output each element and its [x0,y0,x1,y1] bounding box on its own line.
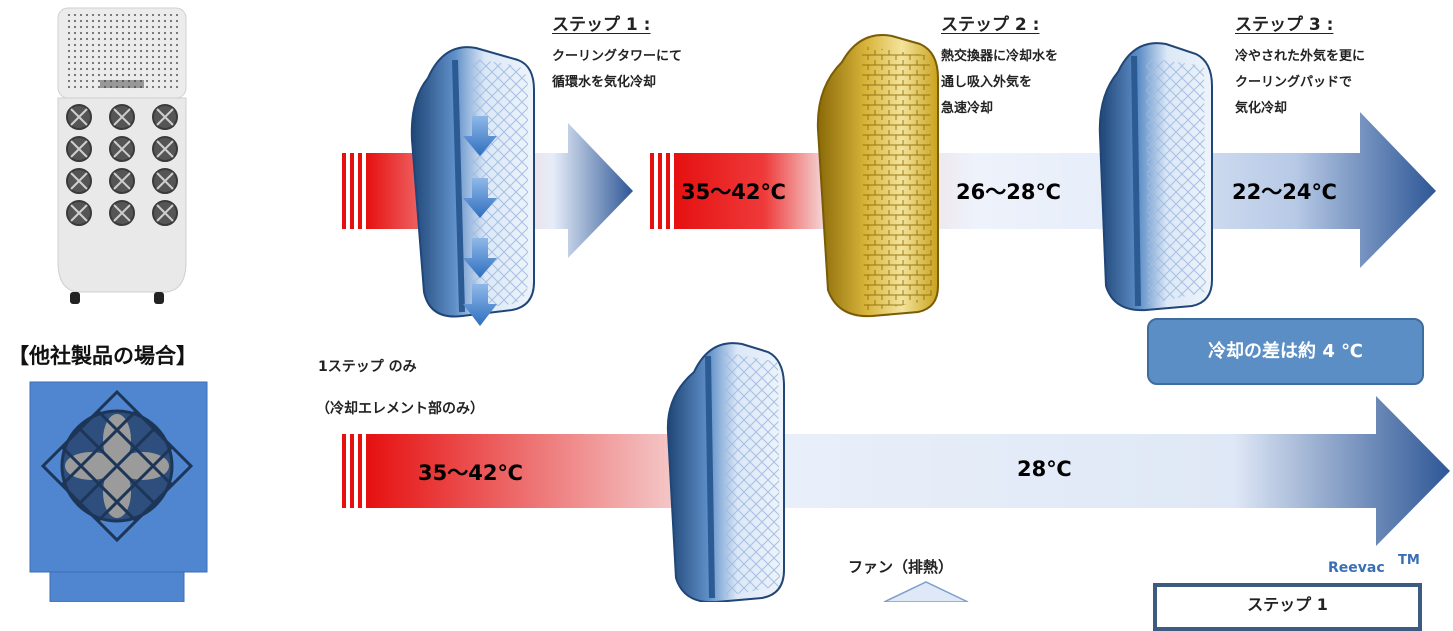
reevac-step-box: ステップ 1 [1153,583,1422,631]
step3-line: 気化冷却 [1235,101,1288,116]
temp-after-step2: 26～28℃ [956,180,1061,204]
step1-description: クーリングタワーにて 循環水を気化冷却 [552,44,682,96]
step2-line: 通し吸入外気を [941,75,1033,90]
cooling-difference-badge: 冷却の差は約 4 ℃ [1147,318,1424,385]
step3-description: 冷やされた外気を更に クーリングパッドで 気化冷却 [1235,44,1365,122]
brand-trademark: TM [1398,553,1420,568]
step2-line: 熱交換器に冷却水を [941,49,1059,64]
diagram-canvas [29,7,1450,602]
competitor-airflow-arrow [342,396,1450,546]
competitor-step-note: 1ステップ のみ [318,359,417,375]
step2-description: 熱交換器に冷却水を 通し吸入外気を 急速冷却 [941,44,1058,122]
step3-title: ステップ 3 : [1235,15,1334,35]
step2-line: 急速冷却 [941,101,994,116]
competitor-temp-intake: 35～42℃ [418,461,523,485]
step2-heat-exchanger [816,34,939,318]
fan-exhaust-arrow [883,581,969,602]
competitor-unit-image [29,381,208,602]
competitor-cooling-element [666,342,785,602]
competitor-temp-output: 28℃ [1017,457,1072,481]
step3-cooling-pad [1098,42,1213,312]
step1-line: クーリングタワーにて [552,49,683,64]
fan-exhaust-label: ファン（排熱） [848,558,954,576]
brand-name: Reevac [1328,560,1385,576]
step1-title: ステップ 1 : [552,15,651,35]
temp-hot-intake: 35～42℃ [681,180,786,204]
water-drop-arrows [463,116,497,326]
step3-line: 冷やされた外気を更に [1235,49,1366,64]
competitor-element-note: （冷却エレメント部のみ） [316,401,484,417]
step3-line: クーリングパッドで [1235,75,1353,90]
step1-line: 循環水を気化冷却 [552,75,657,90]
step2-title: ステップ 2 : [941,15,1040,35]
temp-after-step3: 22～24℃ [1232,180,1337,204]
competitor-heading: 【他社製品の場合】 [8,344,197,368]
reevac-product-image [57,7,187,304]
